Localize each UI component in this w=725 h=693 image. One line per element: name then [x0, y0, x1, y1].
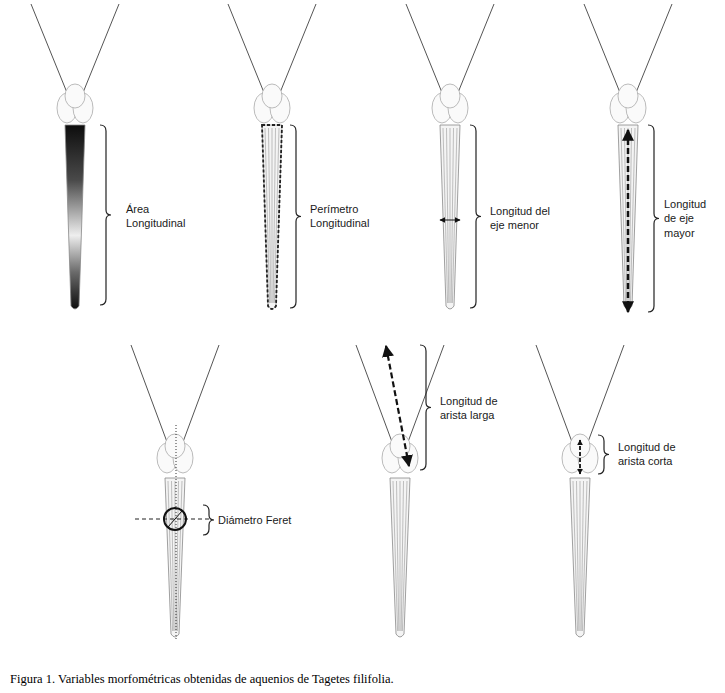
bracket: [598, 435, 609, 474]
major-axis-arrow: [627, 130, 630, 312]
awn-line: [584, 4, 623, 100]
body-rib: [452, 128, 457, 303]
awn-line: [405, 345, 444, 450]
pappus-scale: [262, 84, 282, 108]
awn-line: [585, 345, 624, 450]
body-rib: [402, 481, 407, 631]
achene-drawing: [228, 4, 316, 309]
axis-dotted-line: [176, 425, 177, 640]
achene-body: [390, 478, 410, 637]
achene-drawing: [536, 345, 624, 637]
body-rib: [177, 481, 182, 631]
pappus-scale: [65, 84, 85, 108]
pappus-scale: [165, 434, 185, 458]
figure-caption: Figura 1. Variables morfométricas obteni…: [10, 672, 394, 687]
achene-body: [440, 125, 460, 309]
awn-line: [356, 345, 395, 450]
measure-label: Longitud de eje mayor: [664, 197, 720, 240]
awn-line: [31, 4, 70, 100]
awn-line: [277, 4, 316, 100]
long-awn-arrow: [386, 346, 409, 466]
body-rib: [272, 128, 273, 303]
awn-line: [80, 4, 119, 100]
bracket: [420, 345, 431, 470]
pappus-scale: [618, 84, 638, 108]
awn-line: [131, 345, 170, 450]
awn-line: [455, 4, 494, 100]
body-rib: [630, 128, 635, 303]
body-rib: [447, 128, 449, 303]
awn-line: [406, 4, 445, 100]
body-rib: [400, 481, 401, 631]
measure-label: Longitud de arista larga: [440, 394, 520, 423]
achene-body: [262, 125, 282, 309]
bracket: [290, 125, 301, 308]
measure-label: Diámetro Feret: [218, 513, 328, 527]
achene-body: [570, 478, 590, 637]
pappus-scale: [440, 84, 460, 108]
body-rib: [450, 128, 451, 303]
achene-drawing: [356, 345, 444, 637]
bracket: [100, 125, 111, 305]
awn-line: [228, 4, 267, 100]
feret-dashed-line: [135, 519, 212, 520]
body-rib: [172, 481, 174, 631]
bracket: [470, 125, 481, 308]
minor-axis-arrow: [440, 220, 460, 221]
achene-drawing: [31, 4, 119, 309]
body-rib: [580, 481, 581, 631]
achene-drawing: [131, 345, 219, 637]
bracket: [648, 125, 659, 312]
body-rib: [175, 481, 176, 631]
measure-label: Perímetro Longitudinal: [310, 202, 388, 231]
perimeter-outline: [262, 125, 282, 309]
body-rib: [625, 128, 627, 303]
achene-body: [65, 125, 85, 309]
achene-drawing: [584, 4, 672, 309]
short-awn-arrow: [579, 440, 581, 474]
awn-line: [536, 345, 575, 450]
body-rib: [582, 481, 587, 631]
body-rib: [577, 481, 579, 631]
achene-drawing: [406, 4, 494, 309]
awn-line: [633, 4, 672, 100]
bracket: [203, 505, 214, 535]
measure-label: Longitud de arista corta: [618, 440, 698, 469]
measure-label: Área Longitudinal: [126, 202, 204, 231]
body-rib: [269, 128, 271, 303]
feret-diameter: [168, 511, 182, 527]
body-rib: [397, 481, 399, 631]
measure-label: Longitud del eje menor: [490, 204, 562, 233]
awn-line: [180, 345, 219, 450]
achene-body: [165, 478, 185, 637]
feret-circle: [164, 508, 186, 530]
